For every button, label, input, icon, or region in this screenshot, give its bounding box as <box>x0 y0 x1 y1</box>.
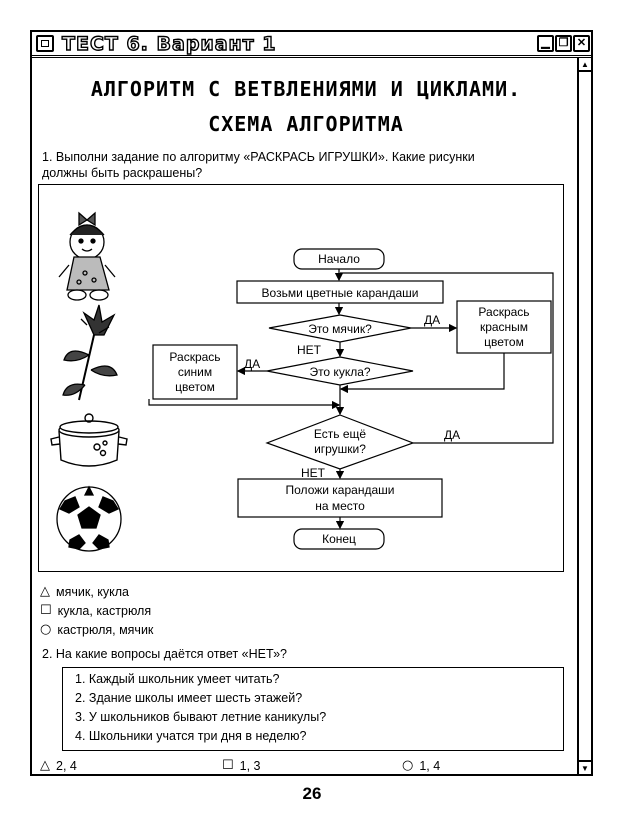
ball-picture <box>56 485 122 552</box>
window-title: ТЕСТ 6. Вариант 1 <box>61 32 277 55</box>
q2-answer-triangle[interactable]: △ 2, 4 <box>40 758 77 773</box>
q1-answer-square[interactable]: ☐ кукла, кастрюля <box>40 603 151 618</box>
flow-paint-blue-1: Раскрась <box>169 350 220 364</box>
maximize-button[interactable]: ❐ <box>555 35 572 52</box>
page-number: 26 <box>302 784 322 803</box>
statements-box <box>62 667 564 751</box>
q2-answer-circle[interactable]: ○ 1, 4 <box>402 758 440 773</box>
flow-paint-red-2: красным <box>480 320 528 334</box>
statement-1: 1. Каждый школьник умеет читать? <box>75 672 280 686</box>
title-bar: ТЕСТ 6. Вариант 1 ▁ ❐ ✕ <box>32 32 591 58</box>
close-button[interactable]: ✕ <box>573 35 590 52</box>
flowchart-box: Начало Возьми цветные карандаши Это мячи… <box>38 184 564 572</box>
flower-picture <box>62 304 118 401</box>
answer-text: 1, 4 <box>419 758 441 773</box>
doll-picture <box>58 211 116 301</box>
flow-yes-doll: ДА <box>244 357 260 371</box>
flow-more-toys-2: игрушки? <box>314 442 366 456</box>
flow-paint-blue-2: синим <box>178 365 212 379</box>
flow-start: Начало <box>318 252 360 266</box>
flow-yes-ball: ДА <box>424 313 440 327</box>
heading-line-2: СХЕМА АЛГОРИТМА <box>208 112 404 136</box>
flow-no-ball: НЕТ <box>297 343 322 357</box>
pot-picture <box>50 413 128 467</box>
question-2: 2. На какие вопросы даётся ответ «НЕТ»? <box>42 647 287 661</box>
square-icon: ☐ <box>222 758 234 773</box>
answer-text: 1, 3 <box>239 758 261 773</box>
question-1-line-1: 1. Выполни задание по алгоритму «РАСКРАС… <box>42 150 475 164</box>
system-menu-icon[interactable] <box>36 35 54 52</box>
statement-4: 4. Школьники учатся три дня в неделю? <box>75 729 307 743</box>
answer-text: кастрюля, мячик <box>57 622 154 637</box>
circle-icon: ○ <box>40 622 52 637</box>
answer-text: 2, 4 <box>56 758 77 773</box>
q2-answer-square[interactable]: ☐ 1, 3 <box>222 758 261 773</box>
flow-take-pencils: Возьми цветные карандаши <box>262 286 419 300</box>
flow-end: Конец <box>322 532 356 546</box>
triangle-icon: △ <box>40 584 50 599</box>
flow-more-toys-1: Есть ещё <box>314 427 366 441</box>
statement-3: 3. У школьников бывают летние каникулы? <box>75 710 327 724</box>
scroll-up-icon[interactable]: ▲ <box>579 58 591 72</box>
heading-line-1: АЛГОРИТМ С ВЕТВЛЕНИЯМИ И ЦИКЛАМИ. <box>90 77 522 101</box>
test-window: ТЕСТ 6. Вариант 1 ▁ ❐ ✕ ▲ ▼ АЛГОРИТМ С В… <box>30 30 593 776</box>
answer-text: кукла, кастрюля <box>57 603 152 618</box>
minimize-button[interactable]: ▁ <box>537 35 554 52</box>
flow-is-doll: Это кукла? <box>309 365 370 379</box>
flow-no-more: НЕТ <box>301 466 326 480</box>
statement-2: 2. Здание школы имеет шесть этажей? <box>75 691 303 705</box>
answer-text: мячик, кукла <box>56 584 129 599</box>
flow-paint-red-1: Раскрась <box>478 305 529 319</box>
question-1-line-2: должны быть раскрашены? <box>42 166 203 180</box>
flow-paint-blue-3: цветом <box>175 380 215 394</box>
flow-put-back-2: на место <box>315 499 365 513</box>
flow-paint-red-3: цветом <box>484 335 524 349</box>
scroll-down-icon[interactable]: ▼ <box>579 760 591 774</box>
circle-icon: ○ <box>402 758 414 773</box>
square-icon: ☐ <box>40 603 52 618</box>
q1-answer-circle[interactable]: ○ кастрюля, мячик <box>40 622 153 637</box>
triangle-icon: △ <box>40 758 50 773</box>
vertical-scrollbar[interactable]: ▲ ▼ <box>577 58 591 774</box>
q1-answer-triangle[interactable]: △ мячик, кукла <box>40 584 129 599</box>
flow-yes-more: ДА <box>444 428 460 442</box>
flow-is-ball: Это мячик? <box>308 322 372 336</box>
flowchart: Начало Возьми цветные карандаши Это мячи… <box>50 211 554 552</box>
flow-put-back-1: Положи карандаши <box>286 483 395 497</box>
